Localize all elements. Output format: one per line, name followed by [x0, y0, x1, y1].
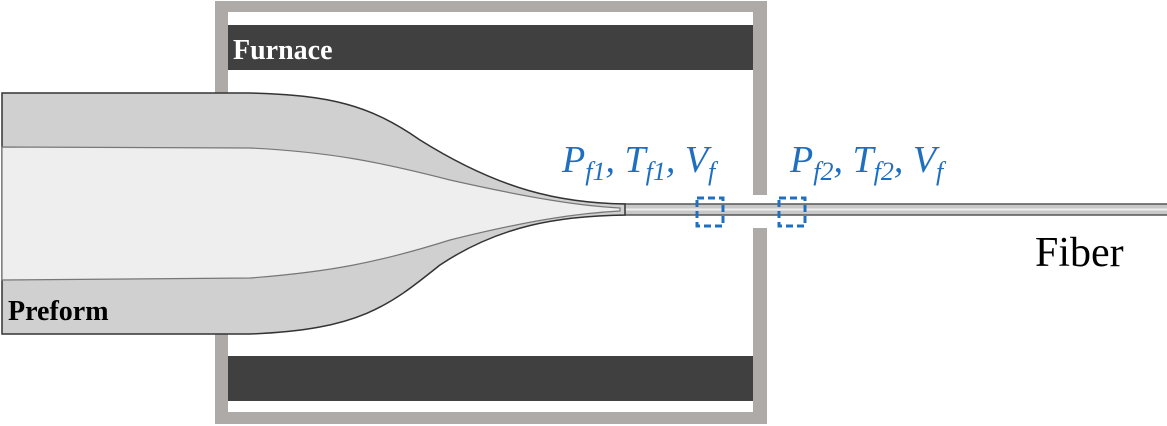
- preform-core: [1, 146, 621, 281]
- furnace: Furnace: [215, 1, 767, 424]
- furnace-wall-right-upper: [753, 1, 767, 195]
- preform: Preform: [1, 92, 626, 335]
- measurement-label-1: Pf1, Tf1, Vf: [561, 139, 719, 186]
- measurement-box-2: [777, 196, 807, 228]
- measurement-box-1: [695, 196, 725, 228]
- heater-top: [228, 25, 753, 70]
- preform-label: Preform: [8, 296, 109, 327]
- furnace-wall-top: [215, 1, 767, 12]
- heater-bottom: [228, 356, 753, 401]
- fiber-label: Fiber: [1035, 230, 1124, 276]
- furnace-wall-right-lower: [753, 228, 767, 424]
- fiber: [600, 203, 1167, 216]
- measurement-label-2: Pf2, Tf2, Vf: [789, 139, 947, 186]
- furnace-label: Furnace: [233, 35, 333, 66]
- furnace-wall-bottom: [215, 412, 767, 424]
